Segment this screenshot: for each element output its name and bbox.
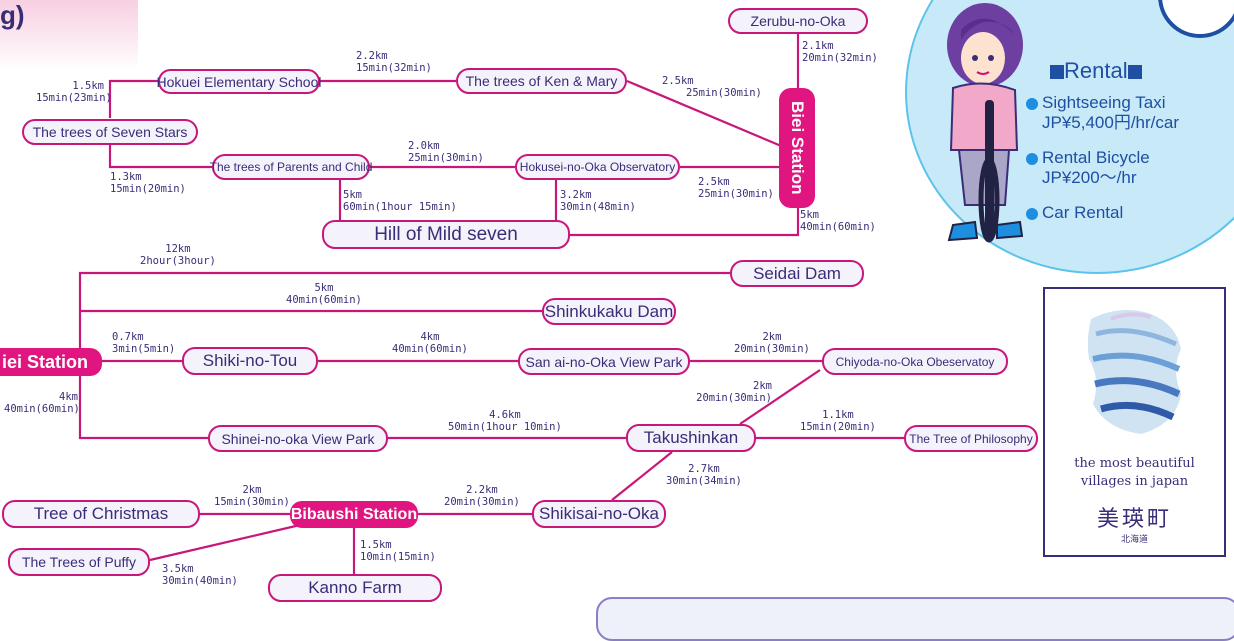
poster-caption-line: villages in japan bbox=[1080, 474, 1189, 489]
route-line bbox=[739, 369, 821, 425]
rental-item-label: Sightseeing Taxi bbox=[1042, 93, 1166, 112]
place-trees-of-parents-and-child[interactable]: The trees of Parents and Child bbox=[210, 154, 372, 180]
place-hill-of-mild-seven[interactable]: Hill of Mild seven bbox=[322, 220, 570, 249]
route-line bbox=[611, 451, 673, 501]
route-line bbox=[626, 79, 787, 150]
station-biei-vertical[interactable]: Biei Station bbox=[779, 88, 815, 208]
place-hokusei-no-oka-observatory[interactable]: Hokusei-no-Oka Observatory bbox=[515, 154, 680, 180]
place-shinei-no-oka-view-park[interactable]: Shinei-no-oka View Park bbox=[208, 425, 388, 452]
route-line bbox=[78, 271, 730, 350]
place-shiki-no-tou[interactable]: Shiki-no-Tou bbox=[182, 347, 318, 375]
place-zerubu-no-oka[interactable]: Zerubu-no-Oka bbox=[728, 8, 868, 34]
station-biei-left[interactable]: iei Station bbox=[0, 348, 102, 376]
rental-item-price: JP¥200～/hr bbox=[1042, 168, 1137, 187]
route-line bbox=[78, 372, 208, 440]
corner-banner bbox=[0, 0, 138, 70]
place-shinkukaku-dam[interactable]: Shinkukaku Dam bbox=[542, 298, 676, 325]
route-line bbox=[108, 145, 212, 169]
place-san-ai-no-oka-view-park[interactable]: San ai-no-Oka View Park bbox=[518, 348, 690, 375]
bullet-dot-icon bbox=[1026, 152, 1038, 165]
place-hokuei-elementary-school[interactable]: Hokuei Elementary School bbox=[157, 69, 322, 94]
corner-banner-text: g) bbox=[0, 0, 25, 30]
place-chiyoda-no-oka-observatory[interactable]: Chiyoda-no-Oka Obeservatoy bbox=[822, 348, 1008, 375]
place-tree-of-philosophy[interactable]: The Tree of Philosophy bbox=[904, 425, 1038, 452]
place-trees-of-ken-and-mary[interactable]: The trees of Ken & Mary bbox=[456, 68, 627, 94]
route-lines bbox=[78, 28, 904, 574]
rental-item-label: Car Rental bbox=[1042, 203, 1124, 222]
place-tree-of-christmas[interactable]: Tree of Christmas bbox=[2, 500, 200, 528]
rental-item-bicycle: Rental Bicycle JP¥200～/hr bbox=[1026, 148, 1150, 188]
route-line bbox=[570, 208, 800, 237]
place-kanno-farm[interactable]: Kanno Farm bbox=[268, 574, 442, 602]
rental-item-taxi: Sightseeing Taxi JP¥5,400円/hr/car bbox=[1026, 93, 1179, 133]
village-poster-art bbox=[1087, 310, 1181, 434]
rental-title-text: Rental bbox=[1064, 58, 1128, 83]
cyclist-illustration bbox=[947, 3, 1024, 243]
rental-item-label: Rental Bicycle bbox=[1042, 148, 1150, 167]
village-poster: the most beautiful villages in japan 美瑛町… bbox=[1043, 287, 1226, 557]
bullet-dot-icon bbox=[1026, 97, 1038, 110]
bullet-dot-icon bbox=[1026, 207, 1038, 220]
poster-caption-line: the most beautiful bbox=[1074, 456, 1195, 471]
rental-title: Rental bbox=[1050, 58, 1142, 84]
route-line bbox=[149, 523, 301, 562]
place-trees-of-puffy[interactable]: The Trees of Puffy bbox=[8, 548, 150, 576]
poster-caption: the most beautiful villages in japan bbox=[1045, 455, 1224, 491]
square-bullet-icon bbox=[1050, 65, 1064, 80]
rental-item-price: JP¥5,400円/hr/car bbox=[1042, 113, 1180, 132]
rental-item-car: Car Rental bbox=[1026, 203, 1123, 223]
place-trees-of-seven-stars[interactable]: The trees of Seven Stars bbox=[22, 119, 198, 145]
station-bibaushi[interactable]: Bibaushi Station bbox=[290, 501, 418, 528]
poster-prefecture: 北海道 bbox=[1120, 535, 1148, 545]
route-line bbox=[108, 79, 158, 118]
place-seidai-dam[interactable]: Seidai Dam bbox=[730, 260, 864, 287]
square-bullet-icon bbox=[1127, 65, 1142, 80]
place-takushinkan[interactable]: Takushinkan bbox=[626, 424, 756, 452]
poster-kanji: 美瑛町 bbox=[1096, 507, 1172, 532]
place-shikisai-no-oka[interactable]: Shikisai-no-Oka bbox=[532, 500, 666, 528]
